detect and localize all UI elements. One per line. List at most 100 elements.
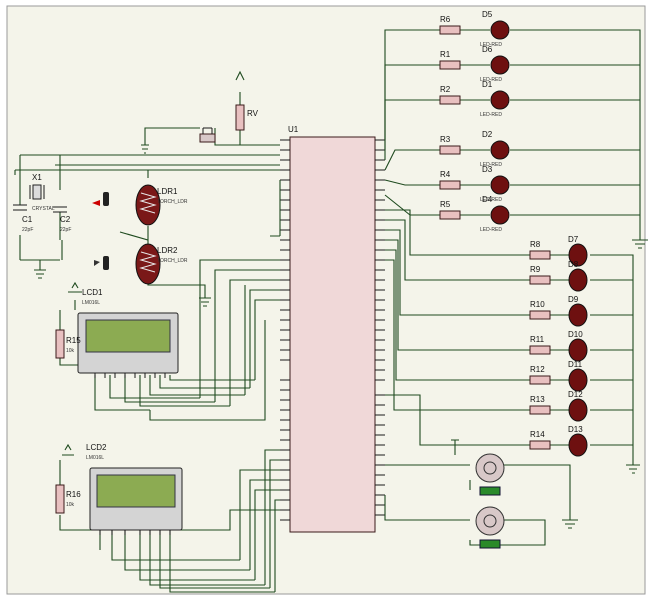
- mcu-body: [289, 136, 376, 533]
- crystal-value: CRYSTAL: [32, 206, 55, 212]
- resistor: [529, 310, 551, 320]
- resistor-label: R8: [530, 240, 541, 249]
- led-value: LED-RED: [480, 42, 502, 48]
- led-red: [490, 20, 510, 40]
- led-label: D11: [568, 360, 583, 369]
- resistor: [529, 250, 551, 260]
- resistor-label: R11: [530, 335, 545, 344]
- motor-1: [475, 453, 505, 496]
- ldr-wiring: [119, 169, 281, 307]
- capacitor-c1: C1 22pF: [13, 204, 33, 233]
- led-value: LED-RED: [480, 77, 502, 83]
- led-red: [568, 338, 588, 362]
- lcd2: LCD2 LM016L: [86, 443, 183, 535]
- light-icon: [92, 200, 100, 206]
- led-value: LED-RED: [480, 227, 502, 233]
- lcd2-screen: [96, 474, 176, 508]
- reset-button[interactable]: [199, 127, 216, 143]
- led-red: [568, 398, 588, 422]
- capacitor-c2: C2 22pF: [53, 206, 71, 233]
- resistor: [439, 145, 461, 155]
- mcu-label: U1: [288, 125, 299, 134]
- ldr2-label: LDR2: [157, 246, 178, 255]
- resistor-label: R12: [530, 365, 545, 374]
- r16-label: R16: [66, 490, 81, 499]
- resistor: [529, 345, 551, 355]
- resistor-label: R6: [440, 15, 451, 24]
- resistor: [529, 440, 551, 450]
- r15-value: 10k: [66, 348, 75, 354]
- lcd1-value: LM016L: [82, 300, 100, 306]
- resistor-label: R13: [530, 395, 545, 404]
- c2-label: C2: [60, 215, 71, 224]
- c1-value: 22pF: [22, 227, 33, 233]
- led-value: LED-RED: [480, 162, 502, 168]
- right-led-unit: R9 D8: [529, 260, 588, 292]
- r16-resistor: R16 10k: [55, 484, 81, 514]
- led-red: [490, 205, 510, 225]
- lcd1-screen: [85, 319, 171, 353]
- lcd2-value: LM016L: [86, 455, 104, 461]
- ldr2-value: TORCH_LDR: [157, 258, 188, 264]
- resistor: [439, 210, 461, 220]
- led-red: [568, 268, 588, 292]
- motor-wiring: [384, 439, 578, 546]
- resistor: [529, 275, 551, 285]
- led-value: LED-RED: [480, 197, 502, 203]
- led-label: D9: [568, 295, 579, 304]
- resistor-label: R9: [530, 265, 541, 274]
- led-red: [490, 90, 510, 110]
- resistor-label: R10: [530, 300, 545, 309]
- c2-value: 22pF: [60, 227, 71, 233]
- led-red: [490, 55, 510, 75]
- lcd2-label: LCD2: [86, 443, 107, 452]
- ldr1-value: TORCH_LDR: [157, 199, 188, 205]
- led-label: D1: [482, 80, 493, 89]
- resistor-label: R4: [440, 170, 451, 179]
- led-label: D3: [482, 165, 493, 174]
- led-red: [490, 140, 510, 160]
- led-value: LED-RED: [480, 112, 502, 118]
- led-red: [568, 303, 588, 327]
- resistor: [439, 25, 461, 35]
- lcd1-label: LCD1: [82, 288, 103, 297]
- right-led-wiring: [385, 209, 640, 474]
- potentiometer[interactable]: RV: [235, 104, 259, 131]
- ldr1-label: LDR1: [157, 187, 178, 196]
- microcontroller: U1: [280, 125, 385, 533]
- led-label: D13: [568, 425, 583, 434]
- resistor-label: R5: [440, 200, 451, 209]
- resistor: [439, 60, 461, 70]
- right-led-unit: R12 D11: [529, 360, 588, 392]
- crystal: X1 CRYSTAL: [29, 173, 55, 212]
- r15-label: R15: [66, 336, 81, 345]
- led-red: [490, 175, 510, 195]
- led-label: D4: [482, 195, 493, 204]
- led-label: D6: [482, 45, 493, 54]
- r15-resistor: R15 10k: [55, 329, 81, 359]
- resistor: [439, 180, 461, 190]
- ldr1: LDR1 TORCH_LDR: [92, 184, 188, 226]
- pot-label: RV: [247, 109, 259, 118]
- crystal-label: X1: [32, 173, 42, 182]
- resistor: [529, 405, 551, 415]
- resistor-label: R2: [440, 85, 451, 94]
- c1-label: C1: [22, 215, 33, 224]
- led-label: D8: [568, 260, 579, 269]
- right-led-unit: R11 D10: [529, 330, 588, 362]
- led-label: D10: [568, 330, 583, 339]
- right-led-unit: R10 D9: [529, 295, 588, 327]
- resistor: [529, 375, 551, 385]
- resistor: [439, 95, 461, 105]
- ldr2: LDR2 TORCH_LDR: [94, 243, 188, 285]
- r16-value: 10k: [66, 502, 75, 508]
